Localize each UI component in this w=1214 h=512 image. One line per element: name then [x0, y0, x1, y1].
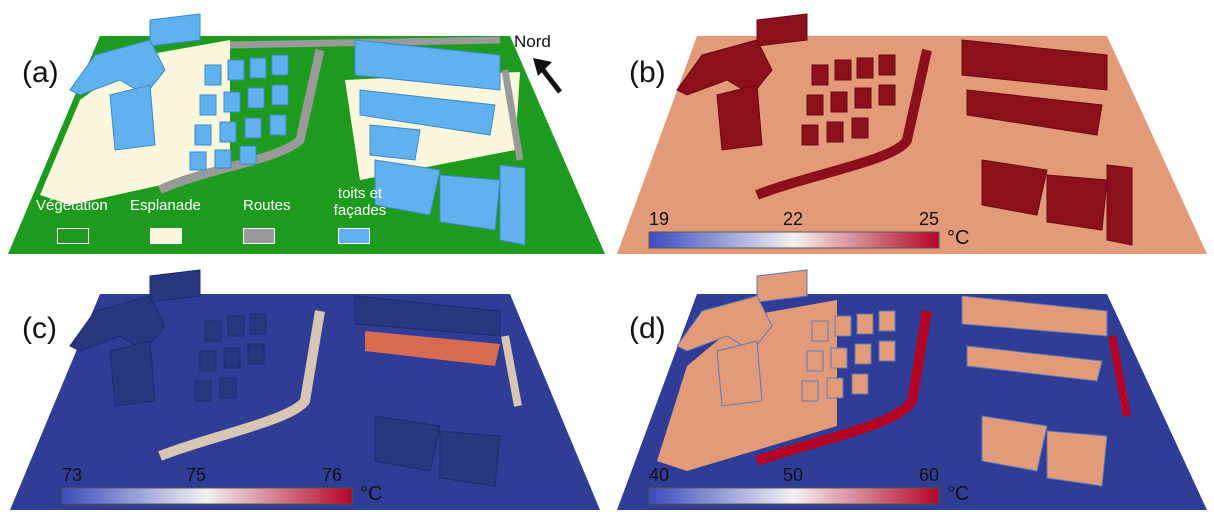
panel-b-temperature: (b) 19 22 25 °C [607, 0, 1214, 256]
legend-swatch-routes [243, 228, 275, 244]
north-arrow-icon [533, 58, 562, 94]
colorbar-unit: °C [947, 483, 970, 505]
legend-label-roofs-facades: toits et façades [333, 185, 387, 219]
panel-label: (b) [629, 56, 666, 89]
panel-label: (a) [22, 56, 59, 89]
legend-label-vegetation: Végétation [36, 197, 108, 214]
colorbar-max: 60 [919, 465, 940, 485]
warm-road-east [501, 335, 522, 407]
north-label: Nord [514, 32, 551, 51]
road-east [501, 69, 524, 161]
colorbar-mid: 22 [783, 209, 804, 229]
panel-label: (d) [629, 312, 666, 345]
legend-label-esplanade: Esplanade [130, 197, 201, 214]
colorbar [648, 231, 940, 249]
cold-buildings [69, 269, 501, 487]
panel-c-scene [10, 269, 600, 510]
small-buildings [189, 54, 289, 171]
panel-label: (c) [22, 312, 57, 345]
panel-a-land-cover: (a) Nord Végétation Esplanade Routes toi… [0, 0, 607, 256]
legend-label-routes: Routes [243, 197, 291, 214]
roofs [676, 269, 1108, 487]
panel-c-temperature: (c) 73 75 76 °C [0, 256, 607, 512]
colorbar-max: 25 [919, 209, 940, 229]
legend-swatch-esplanade [150, 228, 182, 244]
hot-road [755, 310, 932, 466]
colorbar-unit: °C [947, 227, 970, 249]
colorbar-min: 73 [62, 465, 83, 485]
legend-swatch-vegetation [57, 228, 89, 244]
colorbar [61, 487, 353, 505]
buildings [69, 13, 526, 246]
panel-b-scene [617, 13, 1207, 254]
hot-road [755, 48, 932, 200]
hot-buildings [676, 13, 1133, 246]
panel-d-temperature: (d) 40 50 60 °C [607, 256, 1214, 512]
colorbar-unit: °C [360, 483, 383, 505]
panel-a-scene [8, 13, 605, 254]
warm-patch [365, 331, 500, 366]
colorbar-mid: 75 [186, 465, 207, 485]
panel-d-scene [617, 269, 1207, 510]
colorbar-min: 19 [649, 209, 670, 229]
colorbar-mid: 50 [783, 465, 804, 485]
colorbar [648, 487, 940, 505]
hot-road-east [1108, 335, 1131, 417]
colorbar-min: 40 [649, 465, 670, 485]
legend-swatch-roofs [338, 228, 370, 244]
colorbar-max: 76 [322, 465, 343, 485]
warm-road [158, 310, 325, 461]
